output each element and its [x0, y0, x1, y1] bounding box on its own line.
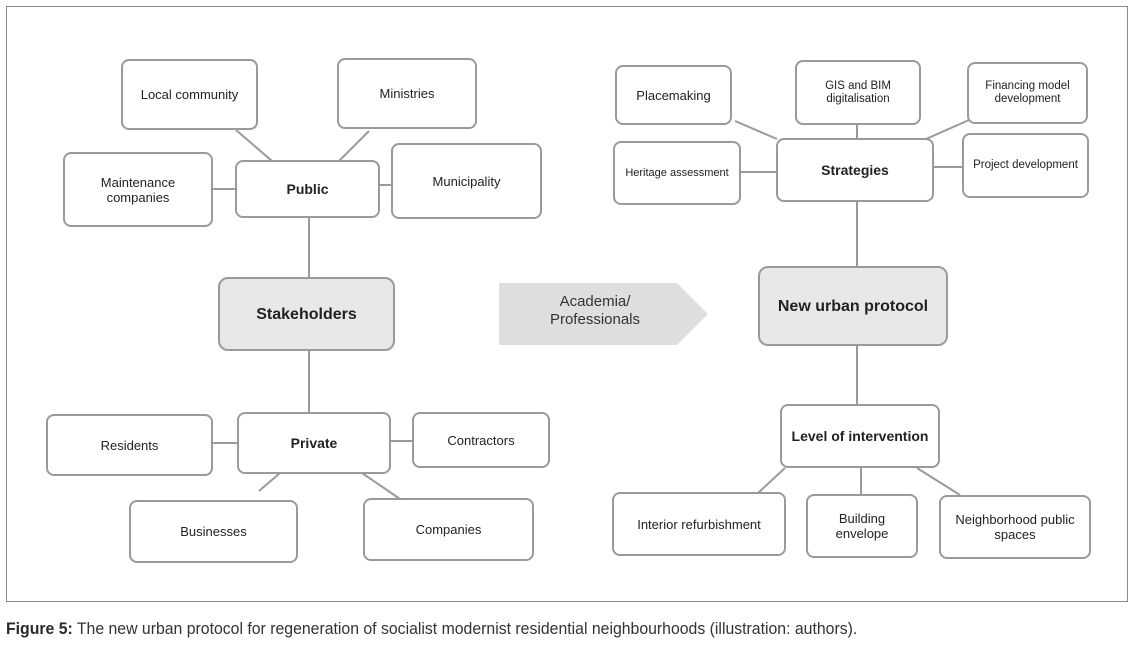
arrow-label: Academia/ Professionals — [520, 293, 670, 329]
caption-text: The new urban protocol for regeneration … — [72, 619, 858, 638]
node-businesses: Businesses — [129, 500, 298, 563]
arrow-label-line1: Academia/ — [559, 293, 631, 310]
node-neighborhood-public-spaces: Neighborhood public spaces — [939, 495, 1091, 559]
node-public: Public — [235, 160, 380, 218]
caption-label: Figure 5: — [6, 619, 73, 638]
node-financing-model-development: Financing model development — [967, 62, 1088, 124]
node-residents: Residents — [46, 414, 213, 476]
node-contractors: Contractors — [412, 412, 550, 468]
node-stakeholders: Stakeholders — [218, 277, 395, 351]
node-strategies: Strategies — [776, 138, 934, 202]
node-companies: Companies — [363, 498, 534, 561]
node-local-community: Local community — [121, 59, 258, 130]
figure-caption: Figure 5: The new urban protocol for reg… — [6, 619, 857, 639]
arrow-label-line2: Professionals — [549, 311, 641, 328]
node-interior-refurbishment: Interior refurbishment — [612, 492, 786, 556]
node-level-of-intervention: Level of intervention — [780, 404, 940, 468]
node-placemaking: Placemaking — [615, 65, 732, 125]
node-project-development: Project development — [962, 133, 1089, 198]
node-ministries: Ministries — [337, 58, 477, 129]
node-gis-bim-digitalisation: GIS and BIM digitalisation — [795, 60, 921, 125]
node-building-envelope: Building envelope — [806, 494, 918, 558]
arrow-shape — [499, 283, 708, 345]
node-private: Private — [237, 412, 391, 474]
node-heritage-assessment: Heritage assessment — [613, 141, 741, 205]
node-municipality: Municipality — [391, 143, 542, 219]
node-maintenance-companies: Maintenance companies — [63, 152, 213, 227]
node-new-urban-protocol: New urban protocol — [758, 266, 948, 346]
